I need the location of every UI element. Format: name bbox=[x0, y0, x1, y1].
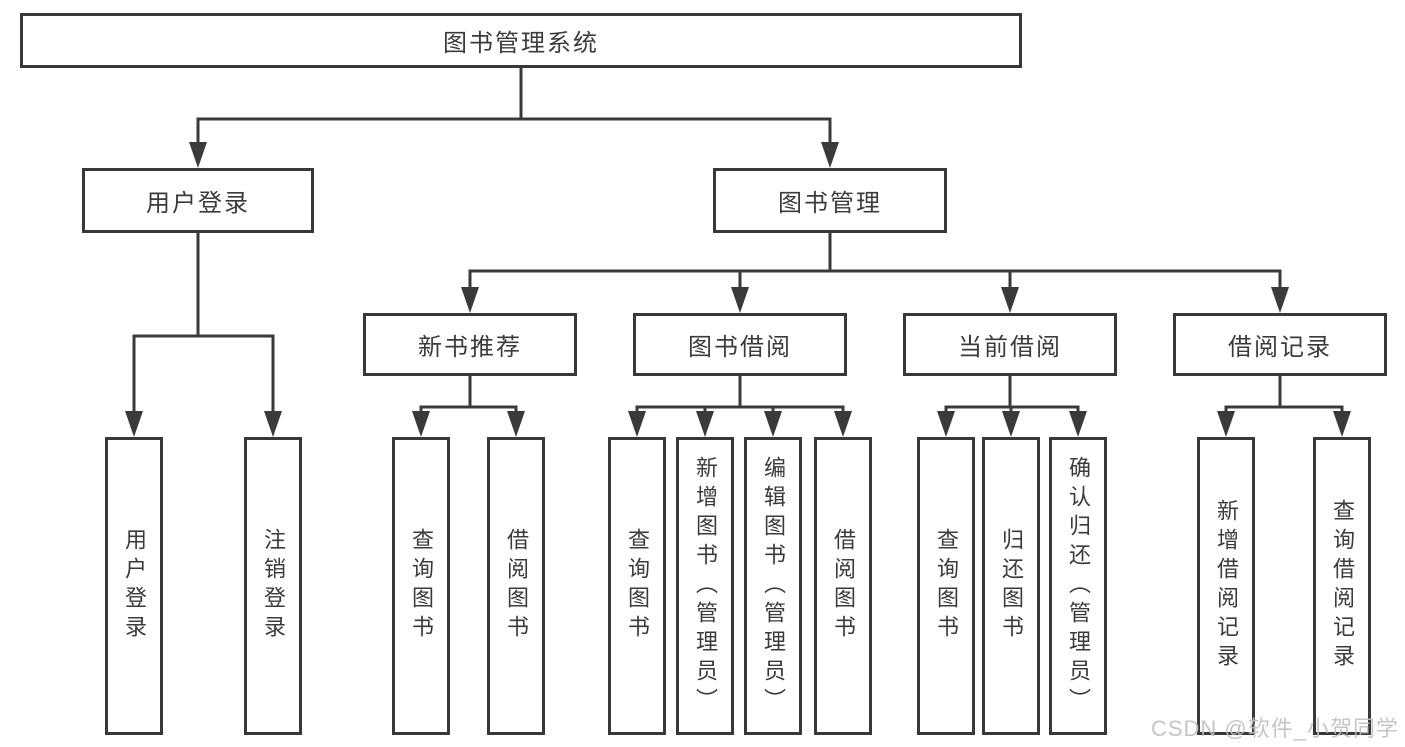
node-label: 用户登录 bbox=[122, 528, 147, 644]
node-borrow-books-recommend: 借阅图书 bbox=[487, 437, 545, 735]
node-label: 当前借阅 bbox=[958, 334, 1062, 361]
node-label: 注销登录 bbox=[261, 528, 286, 644]
node-confirm-return-admin: 确认归还（管理员） bbox=[1049, 437, 1107, 735]
node-logout: 注销登录 bbox=[244, 437, 302, 735]
watermark: CSDN @软件_小贺同学 bbox=[1150, 716, 1399, 741]
node-user-login-branch: 用户登录 bbox=[82, 168, 314, 233]
node-label: 查询图书 bbox=[625, 528, 650, 644]
node-label: 借阅记录 bbox=[1228, 334, 1332, 361]
node-label: 用户登录 bbox=[146, 190, 250, 217]
node-label: 新增图书（管理员） bbox=[693, 455, 718, 717]
node-label: 图书管理 bbox=[778, 190, 882, 217]
node-label: 归还图书 bbox=[999, 528, 1024, 644]
node-label: 查询图书 bbox=[409, 528, 434, 644]
node-label: 查询图书 bbox=[934, 528, 959, 644]
node-borrow-books-borrow: 借阅图书 bbox=[814, 437, 872, 735]
node-label: 查询借阅记录 bbox=[1330, 499, 1355, 673]
node-label: 编辑图书（管理员） bbox=[761, 455, 786, 717]
node-book-management: 图书管理 bbox=[713, 168, 947, 233]
arrowhead-icons bbox=[125, 142, 1351, 437]
node-book-borrow: 图书借阅 bbox=[633, 313, 847, 376]
node-label: 借阅图书 bbox=[831, 528, 856, 644]
node-new-book-recommend: 新书推荐 bbox=[363, 313, 577, 376]
node-root-system: 图书管理系统 bbox=[20, 13, 1022, 68]
node-label: 图书管理系统 bbox=[443, 30, 599, 57]
node-query-books-borrow: 查询图书 bbox=[608, 437, 666, 735]
node-label: 新书推荐 bbox=[418, 334, 522, 361]
node-query-books-recommend: 查询图书 bbox=[392, 437, 450, 735]
node-current-borrow: 当前借阅 bbox=[903, 313, 1117, 376]
node-return-books: 归还图书 bbox=[982, 437, 1040, 735]
node-query-borrow-record: 查询借阅记录 bbox=[1313, 437, 1371, 735]
node-add-borrow-record: 新增借阅记录 bbox=[1197, 437, 1255, 735]
node-label: 新增借阅记录 bbox=[1214, 499, 1239, 673]
node-label: 确认归还（管理员） bbox=[1066, 455, 1091, 717]
node-label: 借阅图书 bbox=[504, 528, 529, 644]
node-user-login: 用户登录 bbox=[105, 437, 163, 735]
node-query-books-current: 查询图书 bbox=[917, 437, 975, 735]
node-edit-book-admin: 编辑图书（管理员） bbox=[744, 437, 802, 735]
node-label: 图书借阅 bbox=[688, 334, 792, 361]
node-borrow-records: 借阅记录 bbox=[1173, 313, 1387, 376]
node-add-book-admin: 新增图书（管理员） bbox=[676, 437, 734, 735]
